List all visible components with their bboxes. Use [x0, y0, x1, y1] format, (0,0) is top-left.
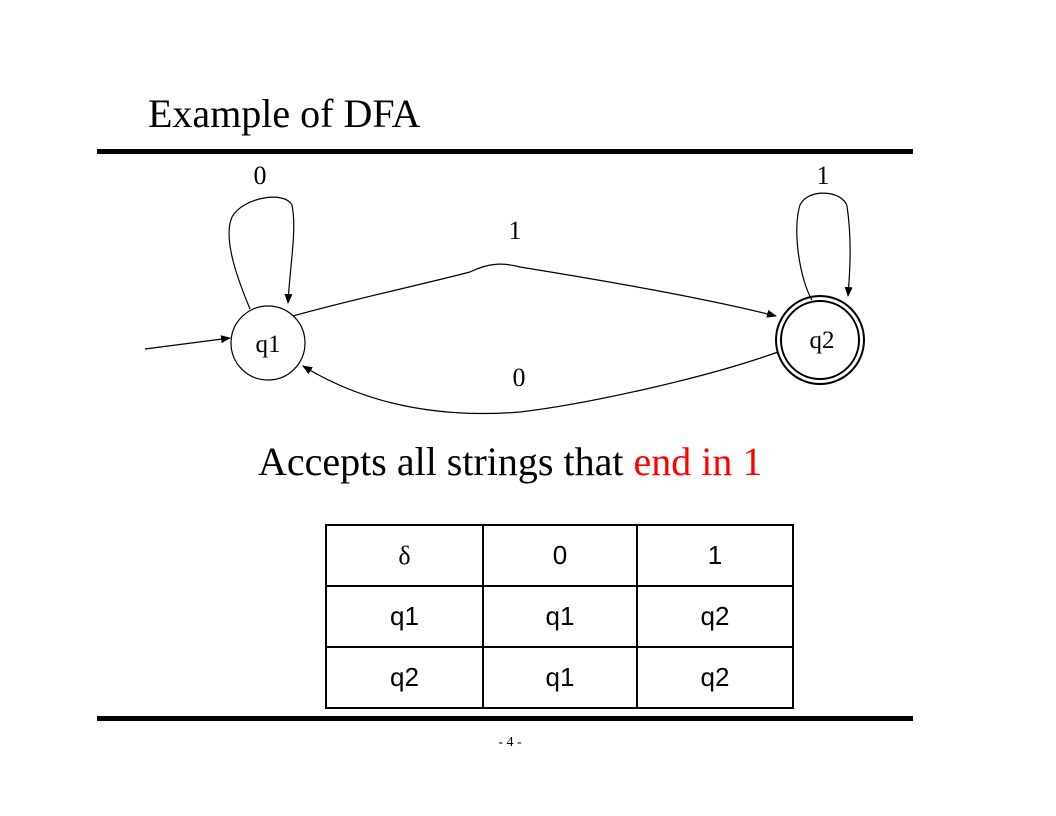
state-q2-outer-circle — [775, 295, 865, 385]
page-number: - 4 - — [498, 735, 522, 750]
state-q2: q2 — [775, 295, 865, 385]
table-cell: q1 — [482, 646, 638, 709]
state-q1: q1 — [230, 305, 306, 381]
table-row: q2 q1 q2 — [325, 646, 794, 709]
table-cell: q1 — [325, 585, 484, 648]
table-header-cell: 1 — [636, 524, 794, 587]
bottom-rule — [97, 716, 913, 721]
state-q1-circle — [230, 305, 306, 381]
table-header-row: δ 0 1 — [325, 524, 794, 587]
start-arrow — [144, 335, 231, 350]
transition-q2-q1-symbol: 0 — [513, 363, 526, 392]
table-row: q1 q1 q2 — [325, 585, 794, 648]
transition-q1-q2-arrow — [292, 263, 777, 318]
slide-title: Example of DFA — [148, 91, 421, 136]
transition-q1-q1-symbol: 0 — [254, 161, 267, 190]
caption-highlight: end in 1 — [633, 439, 763, 484]
transition-q2-q2-symbol: 1 — [817, 161, 830, 190]
transition-q1-q2-symbol: 1 — [509, 216, 522, 245]
table-cell: q2 — [636, 646, 794, 709]
table-header-cell: 0 — [482, 524, 638, 587]
state-q1-label: q1 — [256, 331, 281, 358]
caption-text: Accepts all strings that — [258, 439, 634, 484]
transition-q2-q2-arrow — [796, 192, 853, 301]
state-q2-label: q2 — [810, 327, 835, 354]
top-rule — [97, 149, 913, 154]
table-cell: q2 — [325, 646, 484, 709]
transition-q2-q1-arrow — [302, 351, 779, 415]
table-cell: q2 — [636, 585, 794, 648]
acceptance-caption: Accepts all strings that end in 1 — [258, 436, 762, 488]
transition-q1-q1-arrow — [228, 196, 295, 310]
table-cell: q1 — [482, 585, 638, 648]
transition-table: δ 0 1 q1 q1 q2 q2 q1 q2 — [325, 524, 794, 709]
state-q2-inner-circle — [780, 300, 860, 380]
table-header-cell: δ — [325, 524, 484, 587]
